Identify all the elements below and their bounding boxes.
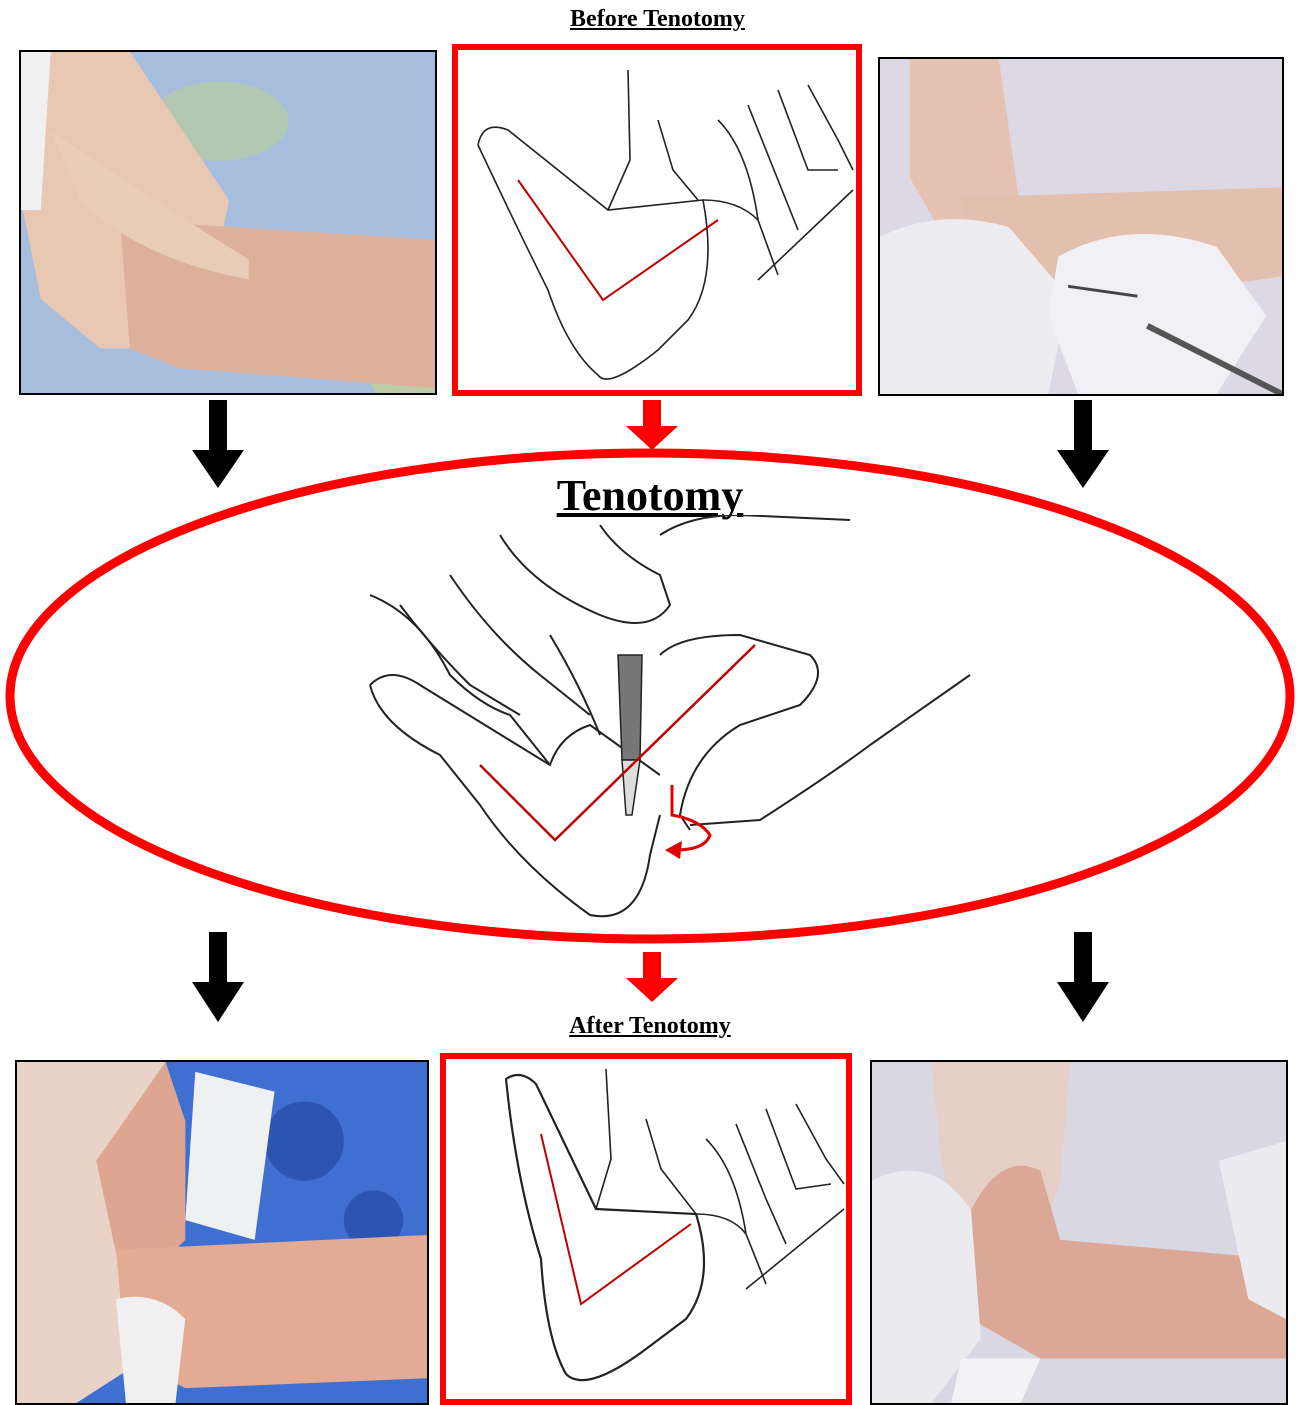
down-arrow-icon xyxy=(1057,932,1109,1022)
curved-arrow-icon xyxy=(672,785,710,850)
down-arrow-icon xyxy=(192,932,244,1022)
photo-before-right xyxy=(878,57,1284,396)
after-caption: After Tenotomy xyxy=(445,1013,855,1040)
sketch-before-tenotomy xyxy=(452,44,862,396)
tenotomy-title: Tenotomy xyxy=(500,470,800,521)
sketch-after-tenotomy xyxy=(440,1053,852,1405)
before-caption: Before Tenotomy xyxy=(455,6,860,33)
down-arrow-icon xyxy=(626,400,678,450)
photo-after-right xyxy=(870,1060,1288,1405)
photo-after-left xyxy=(15,1060,429,1405)
photo-before-left xyxy=(19,50,437,395)
down-arrow-icon xyxy=(626,952,678,1002)
tenotomy-sketch xyxy=(360,515,980,930)
